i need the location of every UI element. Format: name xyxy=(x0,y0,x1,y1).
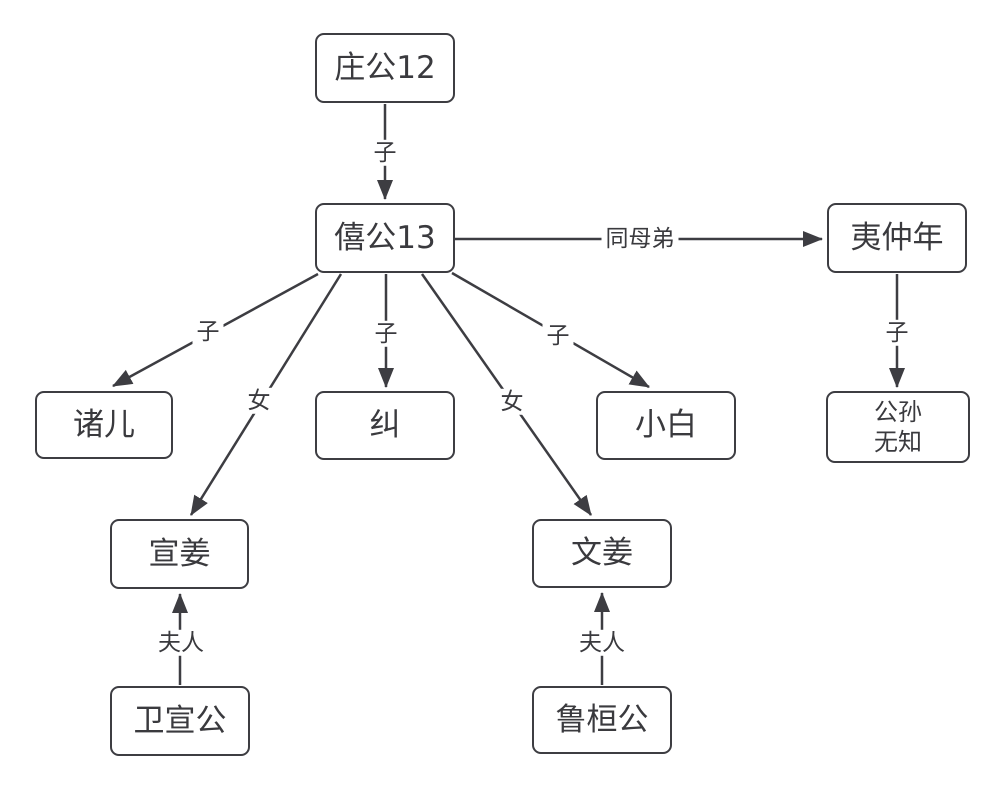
node-yizhongnian: 夷仲年 xyxy=(827,203,967,273)
edge-label-xi-zhuer: 子 xyxy=(192,318,224,346)
edge-label-xi-xuanjiang: 女 xyxy=(243,387,275,415)
node-weixuangong: 卫宣公 xyxy=(110,686,250,756)
node-gongsunwuzhi: 公孙 无知 xyxy=(826,391,970,463)
node-zhuer: 诸儿 xyxy=(35,391,173,459)
node-xiaobai-label: 小白 xyxy=(635,407,697,444)
node-yizhongnian-label: 夷仲年 xyxy=(850,219,944,256)
node-wenjiang-label: 文姜 xyxy=(571,535,633,572)
node-xuanjiang-label: 宣姜 xyxy=(148,535,211,572)
edge-label-lu-wen: 夫人 xyxy=(575,629,629,657)
edge-label-wei-xuan: 夫人 xyxy=(154,629,208,657)
edge-label-yi-gongsun: 子 xyxy=(881,319,913,347)
node-luhuangong: 鲁桓公 xyxy=(532,686,672,754)
node-weixuangong-label: 卫宣公 xyxy=(133,702,227,739)
node-xuanjiang: 宣姜 xyxy=(110,519,249,589)
node-zhuanggong: 庄公12 xyxy=(315,33,455,103)
node-jiu-label: 纠 xyxy=(369,407,401,444)
node-xigong: 僖公13 xyxy=(315,203,455,273)
node-zhuer-label: 诸儿 xyxy=(73,406,135,443)
node-gongsunwuzhi-label: 公孙 无知 xyxy=(874,398,922,456)
edge-label-xi-xiaobai: 子 xyxy=(542,322,574,350)
edge-label-xi-yi: 同母弟 xyxy=(601,225,679,253)
node-xiaobai: 小白 xyxy=(596,391,736,460)
edge-label-xi-jiu: 子 xyxy=(370,320,402,348)
node-zhuanggong-label: 庄公12 xyxy=(334,49,436,86)
edge-label-xi-wenjiang: 女 xyxy=(496,388,528,416)
node-jiu: 纠 xyxy=(315,391,455,460)
node-luhuangong-label: 鲁桓公 xyxy=(555,701,649,738)
node-xigong-label: 僖公13 xyxy=(334,219,436,256)
node-wenjiang: 文姜 xyxy=(532,519,672,588)
edge-label-zhuang-xi: 子 xyxy=(369,139,401,167)
